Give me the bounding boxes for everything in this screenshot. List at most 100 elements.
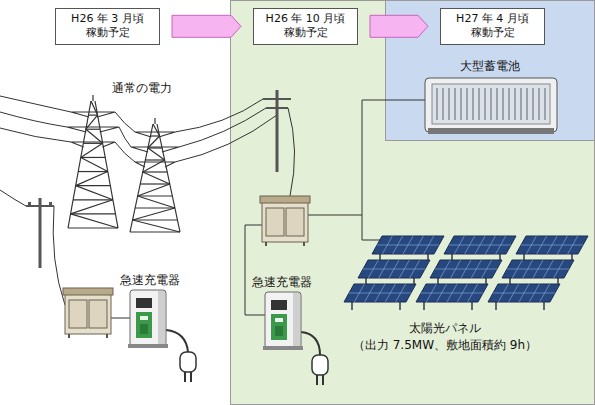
solar-panel — [444, 236, 516, 262]
transformer-cabinet — [63, 288, 113, 338]
tower-brace — [71, 214, 118, 228]
period-text: H27 年 4 月頃 稼動予定 — [445, 12, 540, 41]
period-box: H26 年 3 月頃 稼動予定 — [55, 8, 160, 45]
battery-vent — [460, 88, 462, 120]
tower-brace — [81, 157, 105, 158]
panel-face — [502, 260, 574, 278]
region-ground — [231, 1, 595, 405]
tower-arm — [67, 127, 119, 132]
wire — [0, 96, 71, 112]
battery-vent — [484, 88, 486, 120]
panel-spec: （出力 7.5MW、敷地面積約 9h） — [351, 338, 539, 352]
tower-arm — [131, 147, 179, 152]
stage-arrow — [172, 15, 241, 37]
transformer-cabinet — [260, 196, 310, 246]
wire — [119, 127, 131, 147]
tower-brace — [140, 183, 170, 184]
tower-brace — [148, 148, 165, 160]
panel-leg — [351, 302, 353, 310]
panel-face — [416, 284, 488, 302]
wire — [175, 99, 263, 132]
tower-leg — [95, 101, 118, 228]
solar-panel — [416, 284, 488, 310]
tower-brace — [86, 129, 100, 130]
tower-brace — [81, 157, 108, 171]
quick-charger — [263, 292, 303, 350]
region-ground — [0, 0, 230, 405]
tower-brace — [133, 208, 175, 220]
tower-brace — [73, 199, 113, 200]
tower-brace — [143, 172, 170, 184]
panel-face — [358, 260, 430, 278]
wire — [0, 128, 71, 142]
panel-grid — [435, 269, 497, 270]
wire — [115, 142, 135, 162]
panel-grid — [377, 245, 439, 246]
battery-vent — [490, 88, 492, 120]
tower-brace — [91, 101, 98, 115]
tower-brace — [133, 220, 180, 232]
charger-plug — [312, 355, 328, 385]
panel-label: 太陽光パネル — [407, 321, 483, 335]
tower-brace — [150, 135, 159, 136]
battery-vent — [502, 88, 504, 120]
wire — [0, 190, 26, 206]
tower-brace — [148, 136, 160, 148]
tower-brace — [76, 172, 108, 186]
period-text: H26 年 3 月頃 稼動予定 — [60, 12, 155, 41]
panel-leg — [423, 302, 425, 310]
battery-vent — [442, 88, 444, 120]
solar-panel — [502, 260, 574, 286]
charger-label: 急速充電器 — [118, 273, 182, 287]
solar-panel — [516, 236, 588, 262]
tower-arm — [135, 132, 175, 137]
tower-tip — [154, 118, 155, 124]
tower-arm — [71, 112, 115, 117]
tower-leg — [68, 101, 91, 228]
tower-brace — [71, 213, 116, 214]
transmission-towers — [67, 95, 180, 232]
battery-vent — [514, 88, 516, 120]
period-text: H26 年 10 月頃 稼動予定 — [258, 12, 353, 41]
battery-vent — [436, 88, 438, 120]
panel-face — [516, 236, 588, 254]
battery-vent — [532, 88, 534, 120]
battery-vent — [472, 88, 474, 120]
tower-brace — [71, 200, 113, 214]
transmission-tower — [130, 118, 180, 232]
battery-vent — [544, 88, 546, 120]
battery-label: 大型蓄電池 — [458, 59, 522, 73]
tower-brace — [78, 171, 108, 172]
tower-brace — [68, 227, 118, 228]
wire — [175, 115, 277, 162]
tower-brace — [76, 186, 113, 200]
tower-tip — [92, 95, 93, 101]
panel-leg — [471, 302, 473, 310]
panel-grid — [521, 245, 583, 246]
wire — [111, 318, 130, 319]
period-box: H27 年 4 月頃 稼動予定 — [440, 8, 545, 45]
quick-charger — [128, 290, 168, 348]
tower-leg — [157, 124, 180, 232]
battery-vent — [538, 88, 540, 120]
charger-label: 急速充電器 — [250, 275, 314, 289]
panel-grid — [507, 269, 569, 270]
solar-panel — [372, 236, 444, 262]
battery-vent — [508, 88, 510, 120]
solar-panels — [344, 236, 588, 310]
tower-arm — [71, 142, 115, 147]
tower-brace — [81, 143, 103, 157]
transmission-tower — [67, 95, 119, 228]
panel-face — [344, 284, 416, 302]
tower-brace — [83, 143, 102, 144]
tower-brace — [145, 159, 164, 160]
battery-vent — [466, 88, 468, 120]
charger-plug — [180, 352, 196, 382]
tower-brace — [138, 195, 173, 196]
period-box: H26 年 10 月頃 稼動予定 — [253, 8, 358, 45]
panel-grid — [363, 269, 425, 270]
utility-pole — [26, 198, 54, 268]
supply-label: 通常の電力 — [110, 81, 174, 95]
wire — [362, 215, 380, 240]
tower-brace — [153, 124, 160, 136]
